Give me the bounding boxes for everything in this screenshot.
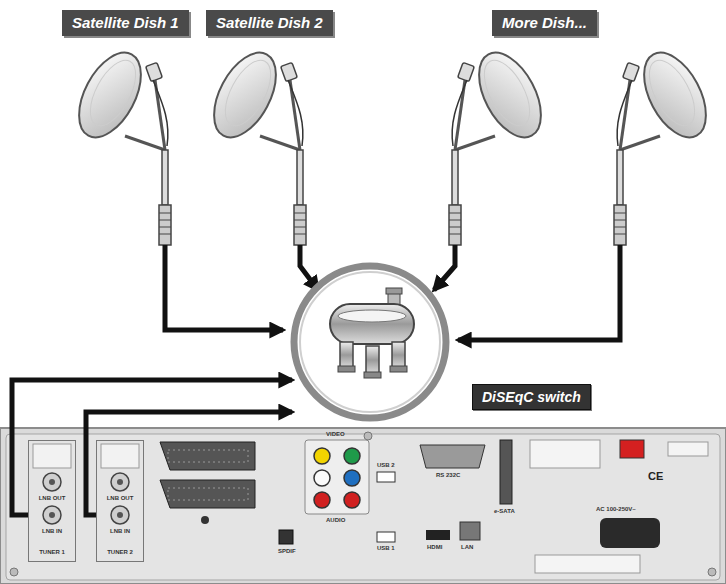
panel-label: CE [648, 470, 663, 482]
audio-video-ports [344, 492, 360, 508]
diseqc-switch-symbol [330, 304, 414, 344]
diseqc-switch-symbol [294, 266, 446, 418]
dish-banner: More Dish... [492, 10, 597, 36]
panel-label: AC 100-250V~ [596, 506, 636, 513]
banner-text: Satellite Dish 1 [72, 14, 179, 32]
audio-video-ports [314, 492, 330, 508]
receiver-back-panel [708, 568, 716, 576]
data-ports [377, 532, 395, 542]
panel-label: SPDIF [278, 548, 296, 555]
dishes [449, 43, 554, 245]
power-section [600, 518, 660, 548]
audio-video-ports [279, 530, 293, 544]
diseqc-switch-symbol [392, 342, 405, 368]
dish-banner: Satellite Dish 1 [62, 10, 189, 36]
tuner-ports [43, 506, 61, 524]
panel-label: USB 2 [377, 462, 395, 469]
audio-video-ports [344, 470, 360, 486]
power-section [530, 440, 708, 573]
dish-banner: Satellite Dish 2 [206, 10, 333, 36]
panel-label: AUDIO [326, 517, 345, 524]
tuner-ports [49, 512, 55, 518]
banner-text: More Dish... [502, 14, 587, 32]
coax-connector [86, 412, 292, 515]
tuner-ports [49, 479, 55, 485]
panel-label: RS 232C [436, 472, 460, 479]
audio-video-ports [279, 440, 369, 544]
audio-video-ports [314, 470, 330, 486]
diseqc-switch-symbol [338, 310, 406, 322]
dishes [201, 43, 306, 245]
tuner-block: LNB OUT LNB IN TUNER 2 [96, 440, 144, 562]
audio-video-ports [305, 440, 369, 514]
power-section [535, 555, 640, 573]
scart-sockets [168, 450, 248, 462]
receiver-back-panel [364, 432, 372, 440]
port-label: TUNER 2 [97, 549, 143, 556]
diseqc-switch-symbol [340, 342, 353, 368]
banner-text: Satellite Dish 2 [216, 14, 323, 32]
audio-video-ports [314, 448, 330, 464]
panel-label: USB 1 [377, 545, 395, 552]
panel-label: HDMI [427, 544, 442, 551]
scart-sockets [160, 442, 255, 524]
data-ports [500, 440, 512, 504]
data-ports [420, 445, 485, 468]
receiver-back-panel [10, 568, 18, 576]
panel-label: VIDEO [326, 431, 345, 438]
power-section [668, 442, 708, 456]
audio-video-ports [344, 448, 360, 464]
receiver-back-panel [0, 428, 726, 584]
scart-sockets [160, 480, 255, 508]
receiver-back-panel [6, 434, 720, 580]
coax-connector [12, 380, 292, 515]
panel-label: e-SATA [494, 508, 515, 515]
dishes [66, 43, 171, 245]
diseqc-switch-symbol [294, 266, 446, 418]
port-label: LNB IN [29, 528, 75, 535]
diseqc-switch-symbol [390, 366, 407, 372]
coax-cable [300, 245, 318, 290]
port-label: LNB IN [97, 528, 143, 535]
tuner-ports [43, 473, 61, 491]
tuner-ports [111, 473, 129, 491]
diseqc-switch-symbol [338, 366, 355, 372]
tuner-ports [111, 506, 129, 524]
power-section [530, 440, 600, 468]
power-section [620, 440, 644, 458]
tuner-ports [117, 512, 123, 518]
data-ports [377, 472, 395, 482]
diseqc-switch-symbol [364, 372, 381, 378]
coax-cable [434, 245, 455, 290]
diseqc-switch-symbol [386, 288, 402, 294]
data-ports [377, 440, 512, 542]
tuner-ports [117, 479, 123, 485]
data-ports [426, 530, 450, 540]
dishes [614, 43, 719, 245]
dishes [66, 43, 718, 245]
panel-label: LAN [461, 544, 473, 551]
scart-sockets [201, 516, 209, 524]
port-label: LNB OUT [97, 495, 143, 502]
tuner-block: LNB OUT LNB IN TUNER 1 [28, 440, 76, 562]
coax-cable [165, 245, 283, 330]
port-label: TUNER 1 [29, 549, 75, 556]
port-label: LNB OUT [29, 495, 75, 502]
scart-sockets [160, 442, 255, 470]
tuner-ports [101, 444, 139, 468]
tuner-ports [33, 444, 71, 468]
coax-cable [458, 245, 620, 340]
receiver-back-panel [0, 428, 726, 584]
diseqc-switch-symbol [300, 272, 440, 412]
scart-sockets [168, 488, 248, 500]
switch-label: DiSEqC switch [472, 384, 591, 410]
switch-node: DiSEqC switch [292, 264, 448, 420]
diseqc-switch-symbol [366, 346, 379, 374]
data-ports [460, 522, 480, 540]
